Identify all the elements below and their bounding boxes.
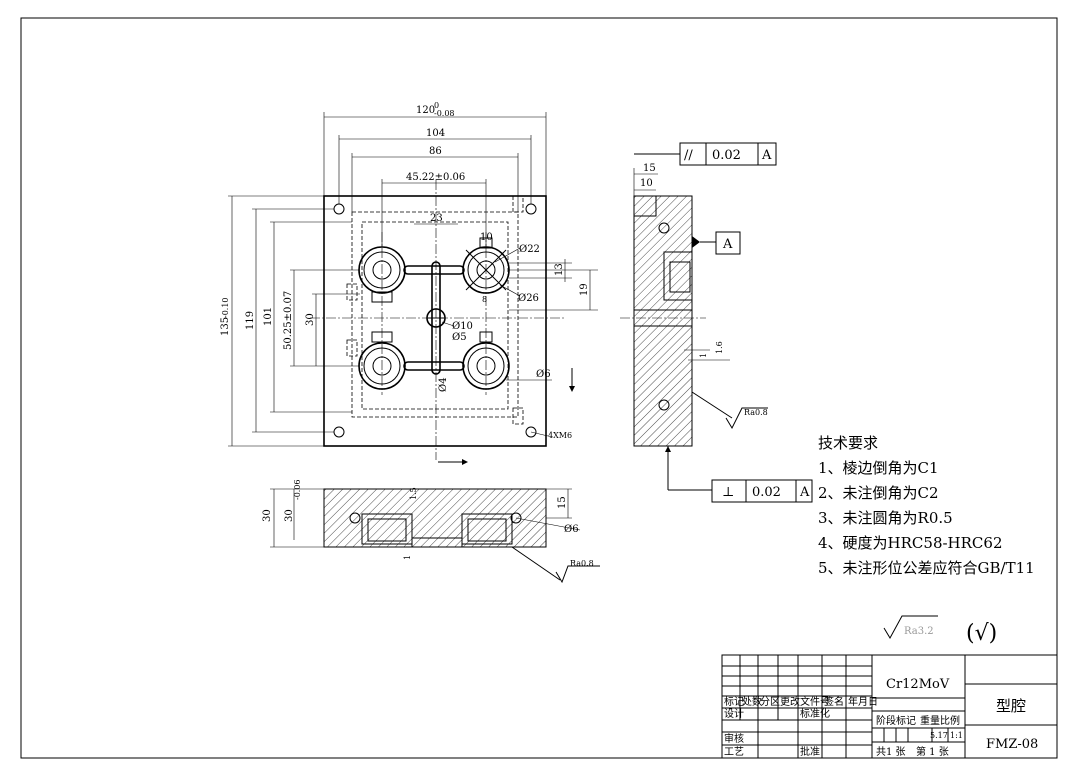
runner	[403, 261, 465, 375]
dim-50-25: 50.25±0.07	[283, 291, 294, 350]
svg-text:0.02: 0.02	[712, 148, 741, 163]
screw-holes	[333, 195, 537, 438]
svg-text:1:1: 1:1	[950, 731, 963, 740]
roughness-bottom: Ra0.8	[511, 546, 600, 584]
svg-text:-0.08: -0.08	[434, 109, 455, 118]
dim-30: 30	[305, 313, 316, 326]
title-block: 标记 处数 分区 更改文件号 签名 年月日 设计 标准化 审核 工艺 批准 Cr…	[721, 654, 1058, 759]
dim-phi22: Ø22	[519, 244, 540, 255]
svg-text:设计: 设计	[724, 707, 744, 720]
dim-23: 23	[430, 213, 443, 224]
general-roughness: Ra3.2 (√)	[883, 615, 997, 646]
svg-text:标记: 标记	[724, 696, 744, 708]
dim-phi4: Ø4	[438, 377, 449, 392]
dim-phi5: Ø5	[452, 332, 467, 343]
dim-45-22: 45.22±0.06	[406, 172, 465, 183]
svg-text:审核: 审核	[724, 732, 744, 745]
plate-outline	[323, 195, 547, 447]
vertical-dimensions: 135 -0.10 119 101 50.25±0.07 30	[220, 195, 360, 447]
svg-text:5.17: 5.17	[930, 731, 948, 740]
dim-bottom-1-5: 1.5	[409, 487, 418, 500]
horizontal-dimensions: 120 0 -0.08 104 86 45.22±0.06 23 10 8	[323, 101, 547, 304]
dim-phi10: Ø10	[452, 321, 473, 332]
notes-title: 技术要求	[818, 434, 878, 452]
technical-requirements: 技术要求 1、棱边倒角为C1 2、未注倒角为C2 3、未注圆角为R0.5 4、硬…	[818, 434, 1035, 577]
dim-bottom-30: 30	[262, 509, 273, 522]
svg-text:更改文件号: 更改文件号	[780, 695, 830, 708]
svg-text:Ra0.8: Ra0.8	[570, 559, 594, 568]
dim-13: 13	[554, 263, 565, 276]
svg-text:共1 张: 共1 张	[876, 746, 906, 758]
dim-86: 86	[429, 146, 442, 157]
sheet-border	[20, 17, 1058, 759]
perpendicular-tolerance: ⊥ 0.02 A	[665, 446, 813, 503]
svg-text:⊥: ⊥	[722, 485, 734, 500]
side-section-outline	[633, 195, 693, 447]
note-3: 3、未注圆角为R0.5	[818, 509, 953, 527]
note-4: 4、硬度为HRC58-HRC62	[818, 534, 1003, 552]
svg-text:0: 0	[434, 101, 439, 110]
svg-text:批准: 批准	[800, 745, 820, 758]
cavity-top-right	[462, 237, 510, 294]
svg-text://: //	[684, 148, 693, 163]
bottom-section-outline	[323, 488, 547, 548]
svg-text:A: A	[761, 148, 772, 163]
svg-text:年月日: 年月日	[848, 695, 878, 708]
part-name: 型腔	[996, 697, 1026, 715]
svg-text:-0.06: -0.06	[293, 479, 302, 500]
note-1: 1、棱边倒角为C1	[818, 459, 939, 477]
dim-bottom-phi6: Ø6	[564, 524, 579, 535]
svg-text:分区: 分区	[760, 696, 780, 708]
inner-pocket-outline	[361, 221, 509, 410]
cavity-bottom-right	[462, 331, 510, 390]
dim-8: 8	[482, 295, 487, 304]
note-2: 2、未注倒角为C2	[818, 484, 939, 502]
dim-side-1-6: 1.6	[715, 341, 724, 354]
roughness-bracket: (√)	[966, 621, 997, 646]
material: Cr12MoV	[886, 677, 950, 692]
svg-text:A: A	[722, 237, 733, 252]
svg-text:比例: 比例	[940, 714, 960, 727]
diameter-callouts: Ø22 Ø26 Ø10 Ø5 Ø4 Ø6 4XM6	[438, 244, 572, 440]
roughness-side: Ra0.8	[691, 391, 768, 430]
dim-10: 10	[480, 232, 493, 243]
svg-text:标准化: 标准化	[800, 707, 830, 720]
svg-text:A: A	[799, 485, 810, 500]
svg-text:-0.10: -0.10	[221, 297, 230, 318]
datum-a: A	[692, 231, 741, 255]
dim-101: 101	[263, 307, 274, 326]
dim-side-1: 1	[699, 353, 708, 358]
svg-text:Ra3.2: Ra3.2	[904, 626, 934, 637]
svg-text:Ra0.8: Ra0.8	[744, 408, 768, 417]
dim-side-15: 15	[643, 163, 656, 174]
bottom-section-view: 30 30 -0.06 15 1.5 1 Ø6 Ra0.8	[262, 479, 600, 584]
dim-bottom-1: 1	[403, 555, 412, 560]
pocket-outline	[351, 211, 519, 418]
dim-phi6: Ø6	[536, 369, 551, 380]
svg-text:阶段标记: 阶段标记	[876, 714, 916, 727]
front-view: 120 0 -0.08 104 86 45.22±0.06 23 10 8 Ø2…	[220, 101, 598, 465]
dim-phi26: Ø26	[518, 293, 539, 304]
dim-104: 104	[426, 128, 445, 139]
dim-bottom-30b: 30	[284, 509, 295, 522]
parallel-tolerance: // 0.02 A	[634, 142, 777, 166]
dim-4xm6: 4XM6	[548, 431, 572, 440]
svg-text:第 1 张: 第 1 张	[916, 745, 949, 758]
note-5: 5、未注形位公差应符合GB/T11	[818, 559, 1035, 577]
dim-side-10: 10	[640, 178, 653, 189]
right-dimensions: 13 19	[509, 259, 598, 311]
svg-text:签名: 签名	[824, 695, 844, 708]
svg-text:重量: 重量	[920, 714, 940, 727]
drawing-number: FMZ-08	[986, 737, 1038, 752]
svg-text:处数: 处数	[742, 695, 762, 708]
dim-119: 119	[245, 311, 256, 330]
dim-135: 135	[220, 317, 231, 336]
dim-19: 19	[579, 283, 590, 296]
svg-text:0.02: 0.02	[752, 485, 781, 500]
side-section-view: 15 10 1 1.6 Ra0.8 A // 0.02 A	[620, 142, 813, 503]
svg-text:工艺: 工艺	[724, 746, 744, 758]
dim-120: 120	[416, 105, 435, 116]
dim-bottom-15: 15	[557, 496, 568, 509]
